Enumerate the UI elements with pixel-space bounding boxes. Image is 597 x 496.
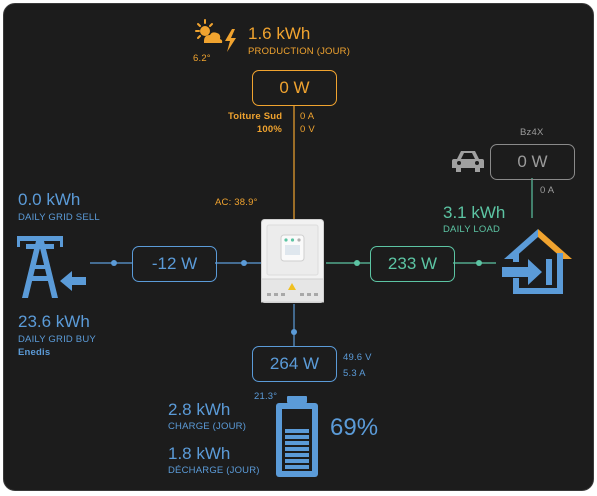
- battery-discharge-energy: 1.8 kWh: [168, 444, 231, 463]
- grid-buy-label: DAILY GRID BUY: [18, 334, 96, 345]
- grid-sell-energy: 0.0 kWh: [18, 190, 81, 209]
- solar-power-value: 0 W: [279, 78, 310, 97]
- battery-charge-label: CHARGE (JOUR): [168, 421, 247, 432]
- battery-level-bar: [285, 429, 309, 433]
- battery-voltage: 49.6 V: [343, 352, 372, 363]
- grid-sell-label: DAILY GRID SELL: [18, 212, 100, 223]
- battery-charge-energy: 2.8 kWh: [168, 400, 231, 419]
- grid-power-box[interactable]: -12 W: [132, 246, 217, 282]
- battery-soc: 69%: [330, 414, 379, 441]
- load-energy: 3.1 kWh: [443, 203, 506, 222]
- battery-power-box[interactable]: 264 W: [252, 346, 337, 382]
- flow-lines: [90, 106, 533, 346]
- battery-level-bar: [285, 465, 309, 469]
- battery-level-bars: [285, 429, 309, 469]
- battery-icon[interactable]: [272, 395, 322, 479]
- sun-cloud-bolt-icon: [195, 19, 236, 52]
- load-label: DAILY LOAD: [443, 224, 501, 235]
- grid-flow-dot: [111, 260, 117, 266]
- load-power-box[interactable]: 233 W: [370, 246, 455, 282]
- battery-level-bar: [285, 459, 309, 463]
- battery-power-value: 264 W: [269, 354, 320, 373]
- car-power-value: 0 W: [517, 152, 548, 171]
- grid-provider: Enedis: [18, 347, 51, 358]
- battery-current: 5.3 A: [343, 368, 366, 379]
- solar-current: 0 A: [300, 111, 315, 122]
- battery-discharge-label: DÉCHARGE (JOUR): [168, 465, 260, 476]
- home-import-icon[interactable]: [500, 226, 576, 296]
- solar-voltage: 0 V: [300, 124, 315, 135]
- load-flow-dot-2: [476, 260, 482, 266]
- solar-panel-name: Toiture Sud: [228, 111, 283, 122]
- energy-flow-card: 6.2° 1.6 kWh PRODUCTION (JOUR) 0 W Toitu…: [3, 3, 594, 491]
- battery-level-bar: [285, 453, 309, 457]
- car-current: 0 A: [540, 185, 555, 196]
- power-tower-icon[interactable]: [14, 232, 88, 300]
- car-power-box[interactable]: 0 W: [490, 144, 575, 180]
- load-flow-dot: [354, 260, 360, 266]
- car-icon[interactable]: [451, 150, 485, 174]
- grid-buy-energy: 23.6 kWh: [18, 312, 90, 331]
- grid-flow-dot-2: [241, 260, 247, 266]
- battery-level-bar: [285, 441, 309, 445]
- solar-panel-percent: 100%: [256, 124, 282, 135]
- battery-level-bar: [285, 447, 309, 451]
- battery-temperature: 21.3°: [254, 391, 278, 402]
- inverter-ac-temperature: AC: 38.9°: [215, 197, 258, 208]
- grid-power-value: -12 W: [151, 254, 198, 273]
- load-power-value: 233 W: [387, 254, 438, 273]
- solar-energy: 1.6 kWh: [248, 24, 311, 43]
- battery-level-bar: [285, 435, 309, 439]
- car-name: Bz4X: [520, 127, 544, 138]
- solar-temperature: 6.2°: [193, 53, 211, 64]
- solar-power-box[interactable]: 0 W: [252, 70, 337, 106]
- battery-flow-dot: [291, 329, 297, 335]
- inverter-icon[interactable]: [261, 219, 324, 303]
- solar-energy-label: PRODUCTION (JOUR): [248, 46, 351, 57]
